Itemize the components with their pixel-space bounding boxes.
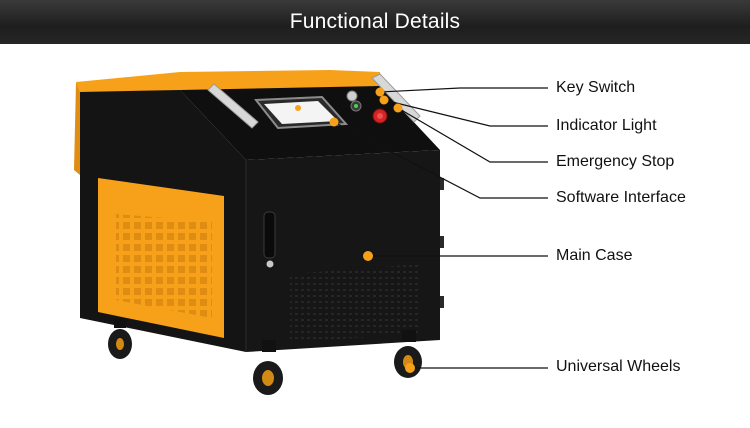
leader-software-interface [333, 121, 548, 199]
callout-dot-universal-wheels [405, 363, 415, 373]
callout-dot-main-case [363, 251, 373, 261]
callout-key-switch: Key Switch [556, 79, 636, 96]
machine-illustration [74, 70, 548, 395]
wheel-rear-left [108, 318, 132, 359]
callout-main-case: Main Case [556, 247, 633, 264]
callout-dot-software-interface [329, 117, 339, 127]
leader-emergency-stop [397, 107, 548, 163]
callout-dot-indicator-light [379, 95, 389, 105]
leader-indicator-light [383, 99, 548, 127]
front-grill [290, 264, 420, 342]
key-switch-knob [346, 90, 358, 102]
header-bar [0, 0, 750, 44]
callout-dot-emergency-stop [393, 103, 403, 113]
handle [207, 83, 259, 129]
callout-dot-key-switch [375, 87, 385, 97]
callout-software-interface: Software Interface [556, 189, 686, 206]
callout-emergency-stop: Emergency Stop [556, 153, 675, 170]
wheel-front-left [253, 340, 283, 395]
callout-indicator-light: Indicator Light [556, 117, 657, 134]
page-title: Functional Details [289, 10, 461, 33]
door-latch [263, 211, 276, 259]
leader-key-switch [379, 87, 548, 93]
callout-universal-wheels: Universal Wheels [556, 358, 681, 375]
